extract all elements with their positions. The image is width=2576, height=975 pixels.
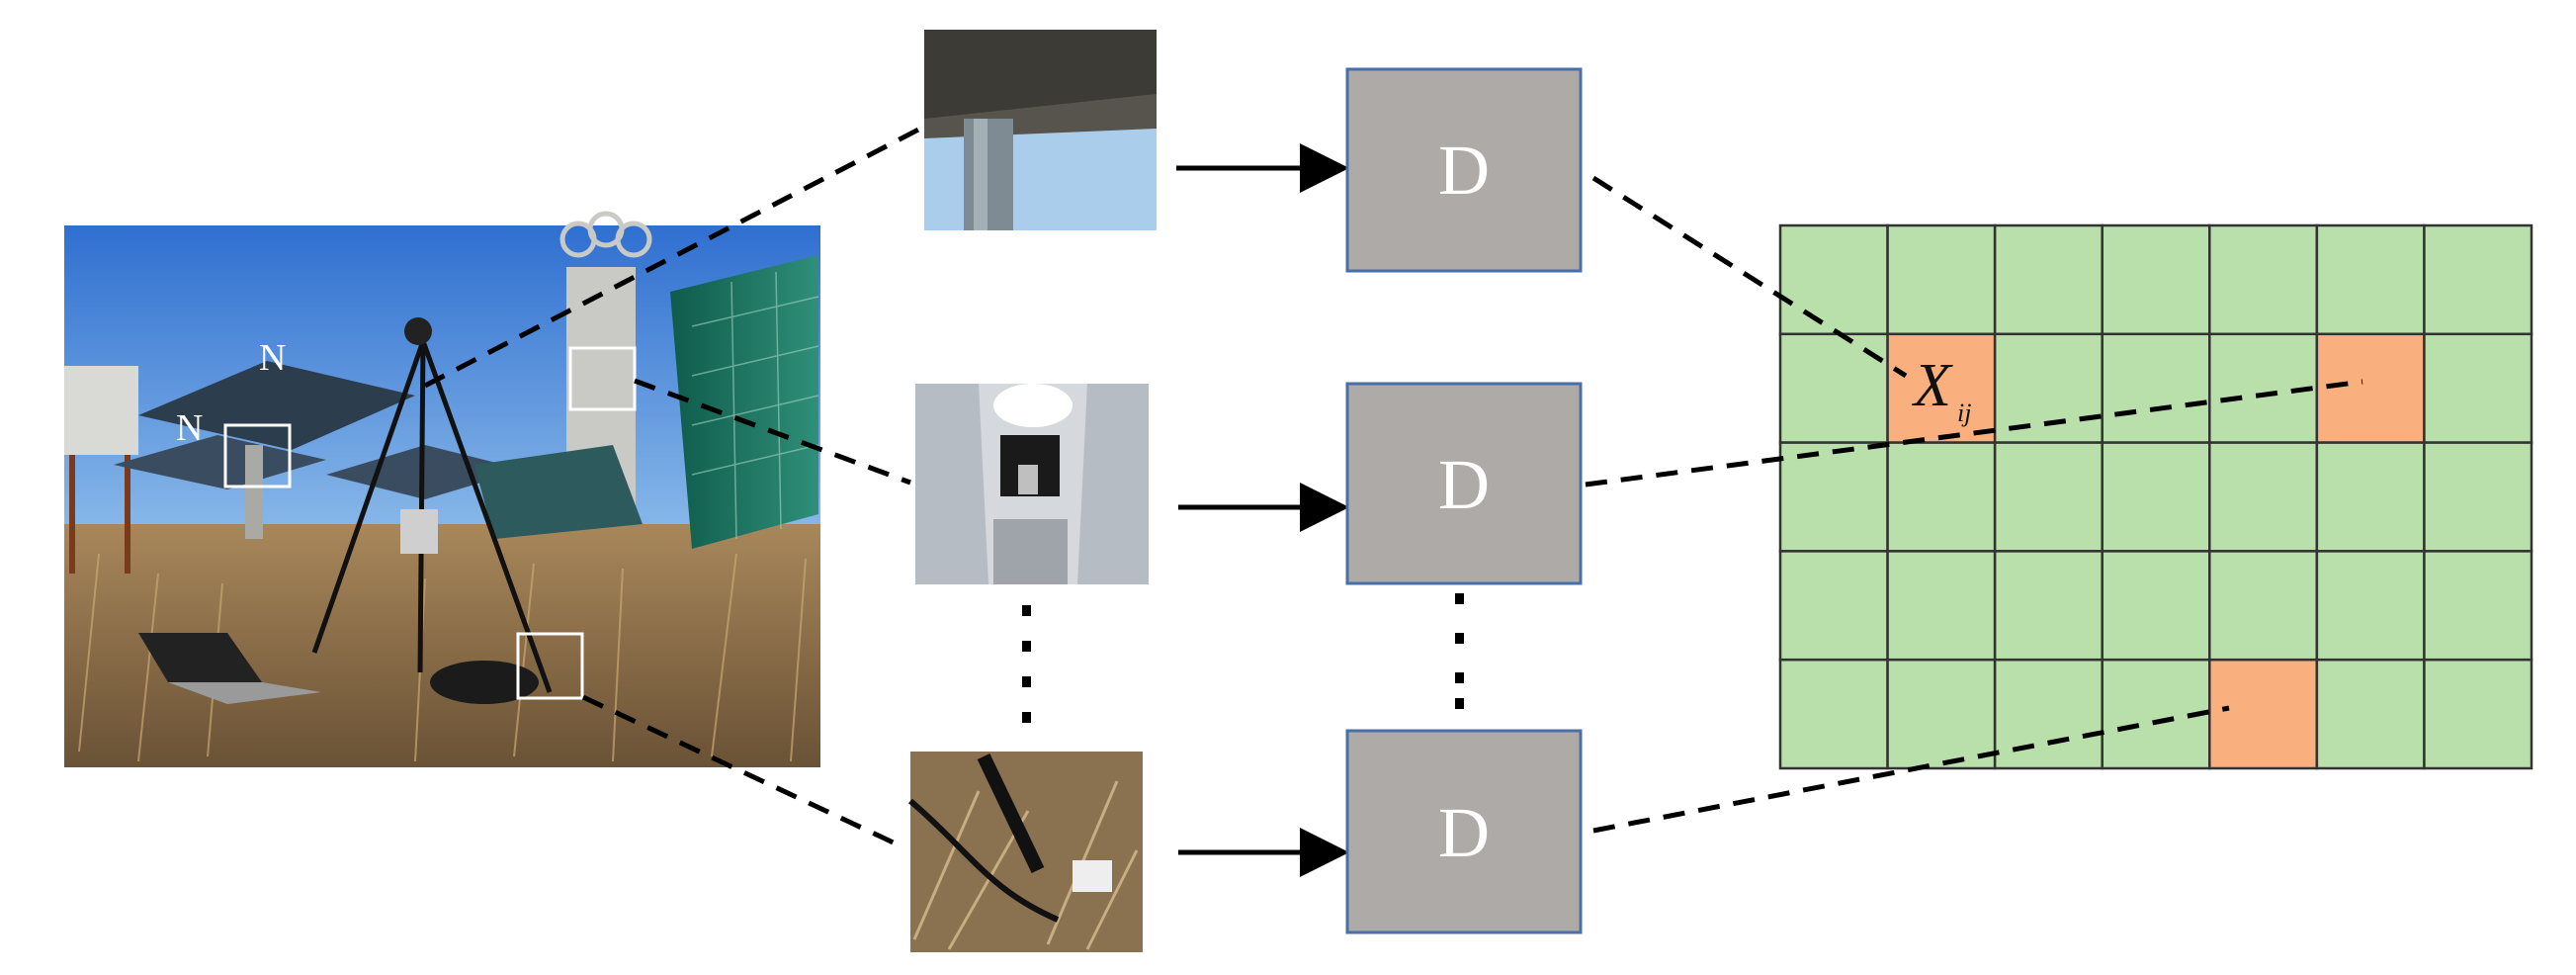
grid-cell — [2423, 332, 2533, 444]
grid-cell — [2315, 441, 2426, 553]
cell-label-main: X — [1911, 352, 1953, 419]
connector-middle-d-to-cell — [1585, 379, 2363, 488]
discriminator-box-middle: D — [1345, 382, 1583, 585]
grid-cell — [1993, 441, 2104, 553]
grid-cell — [1993, 223, 2104, 336]
grid-cell — [1778, 550, 1889, 662]
patch-middle — [915, 384, 1149, 584]
grid-cell — [2423, 658, 2533, 770]
connectors — [423, 124, 2363, 848]
cell-label-sub: ij — [1957, 399, 1971, 427]
grid-cell — [2423, 223, 2533, 336]
discriminator-box-top: D — [1345, 67, 1583, 273]
ellipsis-patches — [1022, 605, 1031, 723]
grid-cell — [1886, 658, 1997, 770]
grid-cell — [2208, 550, 2319, 662]
grid-cell — [2423, 550, 2533, 662]
grid-cell — [2101, 332, 2211, 444]
grid-cell — [1886, 223, 1997, 336]
output-grid — [1778, 223, 2533, 770]
connector-bottom-d-to-cell — [1592, 705, 2230, 834]
grid-cell-label: X ij — [1911, 352, 1971, 427]
selection-box-tower — [568, 346, 637, 411]
grid-cell — [1778, 441, 1889, 553]
grid-cell — [2208, 223, 2319, 336]
connector-ground-to-bottom-patch — [581, 694, 902, 848]
grid-cell — [1993, 550, 2104, 662]
patch-top — [924, 30, 1157, 230]
main-field-photo: N N — [64, 211, 820, 767]
patch-bottom — [908, 752, 1143, 952]
label-n-top: N — [259, 337, 286, 379]
grid-cell — [1993, 332, 2104, 444]
grid-cell — [1778, 658, 1889, 770]
grid-cell — [2423, 441, 2533, 553]
connector-photo-to-top-patch — [423, 124, 926, 389]
selection-box-left — [223, 423, 292, 488]
grid-cell — [2101, 550, 2211, 662]
discriminator-label-bottom: D — [1438, 793, 1490, 872]
discriminator-label-middle: D — [1438, 445, 1490, 524]
grid-cell — [2315, 223, 2426, 336]
connector-top-d-to-cell — [1591, 175, 1908, 379]
discriminator-label-top: D — [1438, 131, 1490, 210]
grid-cell — [2315, 658, 2426, 770]
label-n-left: N — [176, 407, 203, 449]
grid-cell-highlighted — [2208, 658, 2319, 770]
selection-box-ground — [516, 632, 584, 700]
grid-cell — [1778, 223, 1889, 336]
ellipsis-discriminators — [1455, 593, 1464, 709]
grid-cell — [1778, 332, 1889, 444]
grid-cell — [2101, 223, 2211, 336]
discriminator-box-bottom: D — [1345, 729, 1583, 934]
grid-cell — [2208, 441, 2319, 553]
grid-cell — [1886, 441, 1997, 553]
grid-cell — [1993, 658, 2104, 770]
grid-cell — [1886, 550, 1997, 662]
grid-cell — [2101, 441, 2211, 553]
grid-cell — [2315, 550, 2426, 662]
grid-cell-highlighted — [2315, 332, 2426, 444]
connector-tower-to-middle-patch — [634, 378, 911, 486]
